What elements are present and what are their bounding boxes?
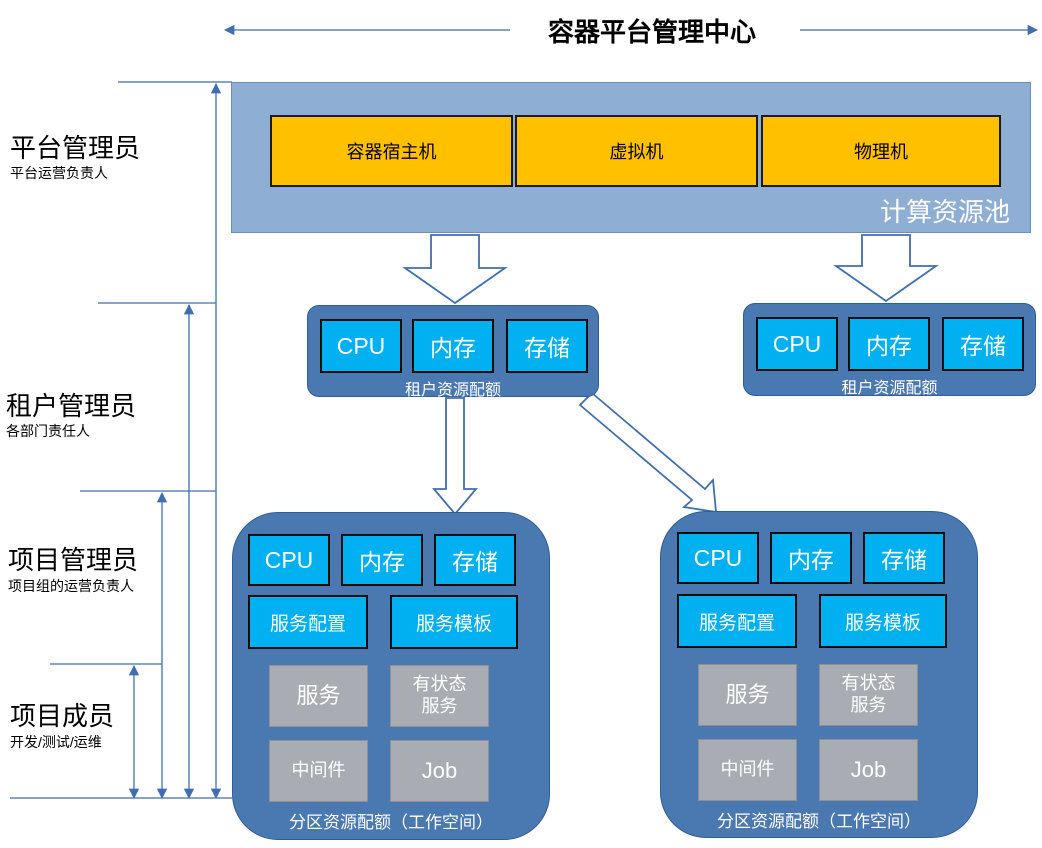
partition-right-service-box: 服务 [698, 664, 797, 726]
role-project-member-subtitle: 开发/测试/运维 [10, 734, 102, 750]
partition-right-job-box: Job [819, 739, 918, 801]
role-tenant-admin-subtitle: 各部门责任人 [6, 423, 90, 439]
role-project-admin-subtitle: 项目组的运营负责人 [8, 578, 134, 594]
block-arrow-pool-to-tenant-left [402, 234, 508, 305]
block-arrow-pool-to-tenant-right [833, 234, 939, 303]
tenant-left-label: 租户资源配额 [404, 382, 501, 399]
block-arrow-tenant-to-partition-left [432, 397, 478, 516]
partition-left-service-box: 服务 [269, 665, 368, 727]
tenant-right-storage-box: 存储 [942, 317, 1024, 371]
partition-left-stateful-service-box: 有状态 服务 [390, 665, 489, 727]
block-arrow-tenant-to-partition-right [578, 391, 718, 514]
partition-right-storage-box: 存储 [863, 532, 945, 584]
partition-right-memory-box: 内存 [770, 532, 852, 584]
partition-left-service-config-box: 服务配置 [248, 595, 368, 649]
role-platform-admin-subtitle: 平台运营负责人 [10, 165, 108, 181]
partition-right-service-config-box: 服务配置 [677, 594, 797, 648]
container-host-box: 容器宿主机 [270, 115, 513, 187]
partition-left-memory-box: 内存 [341, 534, 423, 586]
physical-machine-box: 物理机 [761, 115, 1001, 187]
role-platform-admin-title: 平台管理员 [10, 133, 141, 163]
partition-left-storage-box: 存储 [434, 534, 516, 586]
role-project-member-title: 项目成员 [10, 701, 115, 731]
partition-left-job-box: Job [390, 740, 489, 802]
tenant-left-cpu-box: CPU [320, 319, 402, 373]
partition-left-label: 分区资源配额（工作空间） [289, 813, 493, 832]
partition-left-service-template-box: 服务模板 [390, 595, 518, 649]
role-project-admin-title: 项目管理员 [8, 545, 139, 575]
partition-right-cpu-box: CPU [677, 532, 759, 584]
virtual-machine-box: 虚拟机 [515, 115, 758, 187]
partition-right-stateful-service-box: 有状态 服务 [819, 664, 918, 726]
page-title: 容器平台管理中心 [548, 17, 757, 47]
partition-left-cpu-box: CPU [248, 534, 330, 586]
tenant-left-memory-box: 内存 [412, 319, 494, 373]
partition-left-middleware-box: 中间件 [269, 740, 368, 802]
tenant-right-label: 租户资源配额 [841, 380, 938, 397]
tenant-right-memory-box: 内存 [848, 317, 930, 371]
compute-pool-label: 计算资源池 [880, 197, 1011, 227]
partition-right-service-template-box: 服务模板 [819, 594, 947, 648]
role-tenant-admin-title: 租户管理员 [6, 391, 137, 421]
tenant-right-cpu-box: CPU [756, 317, 838, 371]
tenant-left-storage-box: 存储 [506, 319, 588, 373]
partition-right-middleware-box: 中间件 [698, 739, 797, 801]
partition-right-label: 分区资源配额（工作空间） [717, 812, 921, 831]
